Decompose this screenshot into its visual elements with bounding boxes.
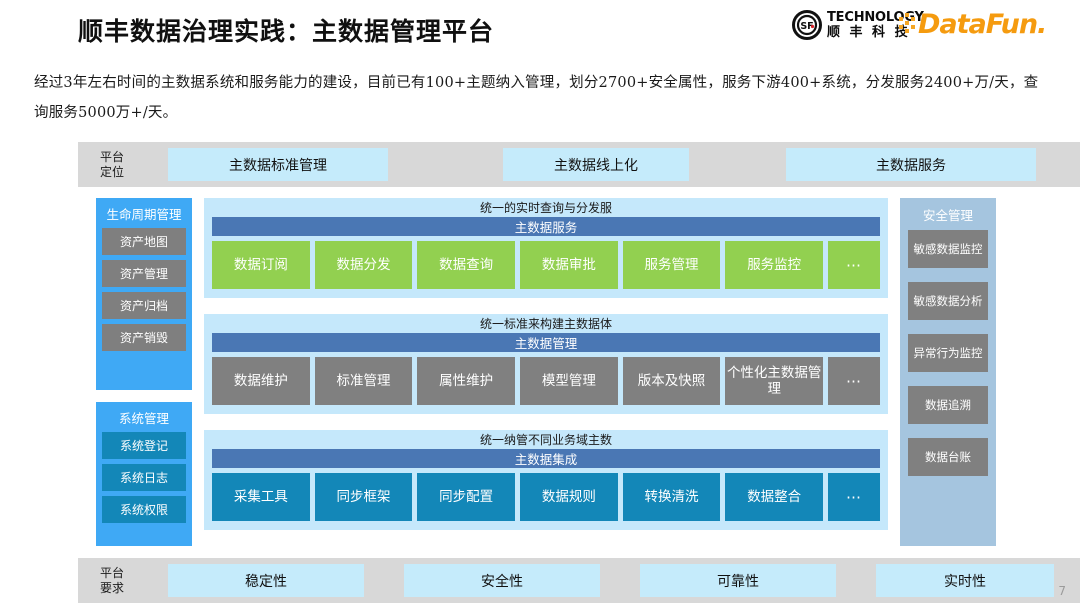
- security-item[interactable]: 异常行为监控: [908, 334, 988, 372]
- security-item[interactable]: 数据追溯: [908, 386, 988, 424]
- panel-cell[interactable]: 服务监控: [725, 241, 824, 289]
- panel-cell[interactable]: 数据维护: [212, 357, 310, 405]
- positioning-box[interactable]: 主数据线上化: [503, 148, 689, 181]
- panel-cell[interactable]: 数据查询: [417, 241, 516, 289]
- sidebar-group: 生命周期管理资产地图资产管理资产归档资产销毁: [96, 198, 192, 390]
- page-title: 顺丰数据治理实践：主数据管理平台: [78, 17, 495, 46]
- panel-cell[interactable]: 数据规则: [520, 473, 618, 521]
- panel-caption: 统一纳管不同业务域主数: [479, 433, 612, 447]
- intro-paragraph: 经过3年左右时间的主数据系统和服务能力的建设，目前已有100+主题纳入管理，划分…: [34, 75, 1039, 121]
- panel-cell[interactable]: 标准管理: [314, 357, 413, 405]
- requirement-box[interactable]: 安全性: [404, 564, 600, 597]
- security-item-list: 敏感数据监控敏感数据分析异常行为监控数据追溯数据台账: [900, 230, 996, 476]
- capability-panel: 统一的实时查询与分发服主数据服务数据订阅数据分发数据查询数据审批服务管理服务监控…: [204, 198, 888, 298]
- sidebar-group: 系统管理系统登记系统日志系统权限: [96, 402, 192, 546]
- lifecycle-sidebar: 生命周期管理资产地图资产管理资产归档资产销毁系统管理系统登记系统日志系统权限: [96, 198, 192, 546]
- panel-caption: 统一标准来构建主数据体: [479, 317, 612, 331]
- sf-logo-chinese: 顺 丰 科 技: [827, 25, 911, 40]
- positioning-label-line1: 平台: [100, 150, 125, 164]
- panel-overflow-cell[interactable]: ⋯: [828, 473, 881, 521]
- datafun-dots-icon: [899, 11, 917, 37]
- panel-cell[interactable]: 版本及快照: [622, 357, 721, 405]
- sidebar-item[interactable]: 系统登记: [102, 432, 186, 459]
- sidebar-item[interactable]: 资产管理: [102, 260, 186, 287]
- requirement-box[interactable]: 稳定性: [168, 564, 364, 597]
- architecture-body: 生命周期管理资产地图资产管理资产归档资产销毁系统管理系统登记系统日志系统权限 统…: [78, 198, 1080, 546]
- platform-positioning-band: 平台 定位 主数据标准管理 主数据线上化 主数据服务: [78, 142, 1080, 187]
- requirements-row-label: 平台 要求: [100, 566, 148, 596]
- panel-cell[interactable]: 属性维护: [417, 357, 516, 405]
- panel-caption: 统一的实时查询与分发服: [479, 201, 612, 215]
- sidebar-item[interactable]: 系统权限: [102, 496, 186, 523]
- panel-cell-row: 数据订阅数据分发数据查询数据审批服务管理服务监控⋯: [212, 241, 881, 289]
- panel-cell[interactable]: 模型管理: [520, 357, 618, 405]
- positioning-label-line2: 定位: [100, 165, 125, 179]
- panel-cell-row: 采集工具同步框架同步配置数据规则转换清洗数据整合⋯: [212, 473, 881, 521]
- sidebar-group-title: 生命周期管理: [106, 206, 182, 222]
- sidebar-item[interactable]: 系统日志: [102, 464, 186, 491]
- datafun-logo: DataFun.: [899, 7, 1047, 41]
- panel-cell[interactable]: 服务管理: [622, 241, 721, 289]
- positioning-box[interactable]: 主数据标准管理: [168, 148, 388, 181]
- panel-cell[interactable]: 个性化主数据管理: [725, 357, 824, 405]
- svg-text:SF: SF: [800, 21, 813, 32]
- sidebar-item[interactable]: 资产地图: [102, 228, 186, 255]
- security-item[interactable]: 敏感数据监控: [908, 230, 988, 268]
- requirement-box[interactable]: 可靠性: [640, 564, 836, 597]
- capability-panel: 统一标准来构建主数据体主数据管理数据维护标准管理属性维护模型管理版本及快照个性化…: [204, 314, 888, 414]
- security-item[interactable]: 数据台账: [908, 438, 988, 476]
- panel-title-bar: 主数据服务: [212, 217, 880, 236]
- panel-cell-row: 数据维护标准管理属性维护模型管理版本及快照个性化主数据管理⋯: [212, 357, 881, 405]
- capability-panel: 统一纳管不同业务域主数主数据集成采集工具同步框架同步配置数据规则转换清洗数据整合…: [204, 430, 888, 530]
- panel-overflow-cell[interactable]: ⋯: [828, 357, 881, 405]
- panel-cell[interactable]: 数据审批: [520, 241, 618, 289]
- panel-title-bar: 主数据集成: [212, 449, 880, 468]
- panel-cell[interactable]: 同步框架: [314, 473, 413, 521]
- capability-panels: 统一的实时查询与分发服主数据服务数据订阅数据分发数据查询数据审批服务管理服务监控…: [204, 198, 888, 546]
- requirements-label-line2: 要求: [100, 581, 125, 595]
- panel-cell[interactable]: 同步配置: [417, 473, 516, 521]
- panel-cell[interactable]: 数据分发: [314, 241, 413, 289]
- requirement-box[interactable]: 实时性: [876, 564, 1054, 597]
- panel-title-bar: 主数据管理: [212, 333, 880, 352]
- security-item[interactable]: 敏感数据分析: [908, 282, 988, 320]
- panel-cell[interactable]: 数据整合: [725, 473, 824, 521]
- requirements-label-line1: 平台: [100, 566, 125, 580]
- page-number: 7: [1058, 584, 1066, 598]
- panel-cell[interactable]: 转换清洗: [622, 473, 721, 521]
- panel-cell[interactable]: 数据订阅: [212, 241, 310, 289]
- positioning-row-label: 平台 定位: [100, 150, 148, 180]
- sidebar-item[interactable]: 资产销毁: [102, 324, 186, 351]
- datafun-wordmark: DataFun.: [918, 8, 1047, 40]
- positioning-box[interactable]: 主数据服务: [786, 148, 1036, 181]
- panel-overflow-cell[interactable]: ⋯: [828, 241, 881, 289]
- platform-requirements-band: 平台 要求 稳定性 安全性 可靠性 实时性 7: [78, 558, 1080, 603]
- security-sidebar-title: 安全管理: [922, 207, 973, 223]
- sidebar-group-title: 系统管理: [118, 410, 169, 426]
- slide-header: 顺丰数据治理实践：主数据管理平台 SF TECHNOLOGY 顺 丰 科 技 D…: [0, 0, 1080, 58]
- sidebar-item[interactable]: 资产归档: [102, 292, 186, 319]
- security-sidebar: 安全管理 敏感数据监控敏感数据分析异常行为监控数据追溯数据台账: [900, 198, 996, 546]
- sf-badge-icon: SF: [792, 10, 822, 40]
- panel-cell[interactable]: 采集工具: [212, 473, 310, 521]
